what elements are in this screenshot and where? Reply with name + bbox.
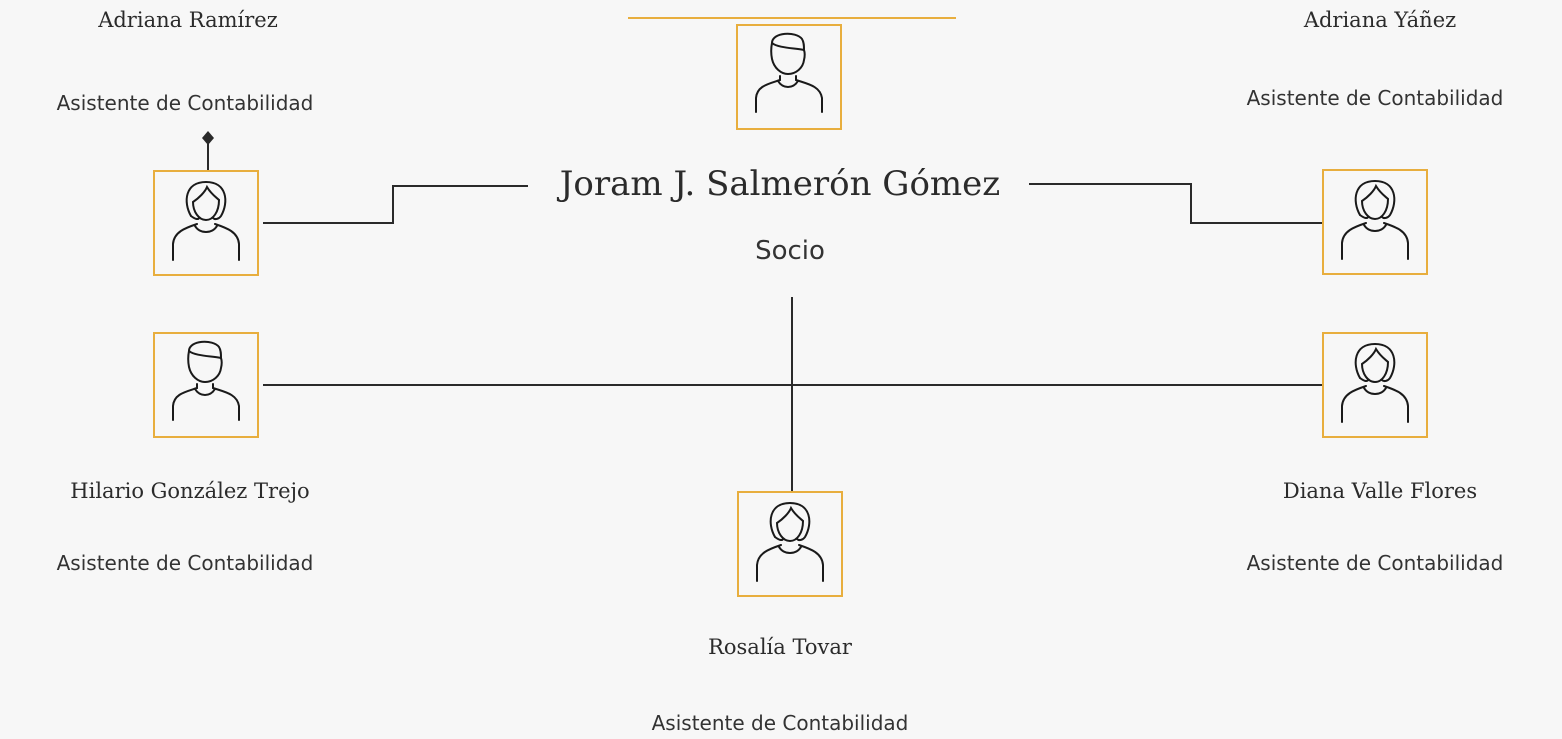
person-role: Asistente de Contabilidad [1246,86,1504,110]
avatar-frame-boss [736,24,842,130]
female-user-icon [1341,179,1409,260]
person-name: Diana Valle Flores [1282,479,1478,503]
person-role: Asistente de Contabilidad [56,91,314,115]
person-name: Adriana Yáñez [1303,8,1457,32]
avatar-frame-adriana-ramirez [153,170,259,276]
person-name: Hilario González Trejo [70,479,310,503]
person-role: Asistente de Contabilidad [56,551,314,575]
avatar-frame-hilario-gonzalez [153,332,259,438]
avatar-frame-rosalia-tovar [737,491,843,597]
avatar-frame-adriana-yanez [1322,169,1428,275]
connector-right-top [1029,183,1322,224]
female-user-icon [1341,342,1409,423]
avatar-frame-diana-valle [1322,332,1428,438]
boss-name: Joram J. Salmerón Gómez [559,164,1001,204]
person-name: Rosalía Tovar [708,635,852,659]
female-user-icon [172,180,240,261]
connector-left-top [263,185,528,224]
male-user-icon [755,32,823,113]
male-user-icon [172,340,240,421]
person-role: Asistente de Contabilidad [651,711,909,735]
female-user-icon [756,501,824,582]
pin-diamond [202,131,214,145]
person-name: Adriana Ramírez [98,8,278,32]
person-role: Asistente de Contabilidad [1246,551,1504,575]
boss-role: Socio [755,236,825,266]
